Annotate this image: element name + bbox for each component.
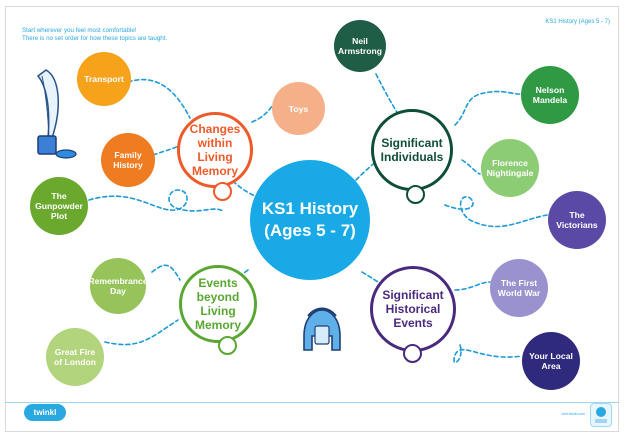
topic-remembrance-day-label: Remembrance Day (88, 276, 148, 296)
topic-first-world-war-label: The First World War (497, 278, 541, 298)
quality-badge-icon (590, 403, 612, 427)
link-neil (375, 73, 399, 115)
topic-great-fire-of-london[interactable]: Great Fire of London (46, 328, 104, 386)
topic-florence-nightingale[interactable]: Florence Nightingale (481, 139, 539, 197)
corner-title: KS1 History (Ages 5 - 7) (545, 19, 610, 25)
topic-gunpowder-plot[interactable]: The Gunpowder Plot (30, 177, 88, 235)
link-center-beyond (231, 269, 249, 285)
hub-beyond-label: Events beyond Living Memory (195, 276, 241, 332)
hub-individuals-label: Significant Individuals (381, 136, 444, 164)
topic-transport[interactable]: Transport (77, 52, 131, 106)
topic-gunpowder-plot-label: The Gunpowder Plot (35, 191, 83, 221)
topic-your-local-area-label: Your Local Area (529, 351, 573, 371)
center-topic-circle[interactable]: KS1 History (Ages 5 - 7) (250, 160, 370, 280)
hub-changes-line-2: within Living (197, 136, 233, 164)
hub-significant-individuals[interactable]: Significant Individuals (371, 109, 453, 204)
topic-toys[interactable]: Toys (272, 82, 325, 135)
topic-neil-armstrong[interactable]: Neil Armstrong (334, 20, 386, 72)
topic-family-history[interactable]: Family History (101, 133, 155, 187)
topic-florence-nightingale-label: Florence Nightingale (486, 158, 534, 178)
topic-toys-label: Toys (288, 103, 309, 114)
topic-nelson-mandela[interactable]: Nelson Mandela (521, 66, 579, 124)
topic-nelson-mandela-label: Nelson Mandela (532, 85, 568, 105)
topic-victorians[interactable]: The Victorians (548, 191, 606, 249)
link-firstww (454, 281, 491, 291)
hub-beyond-line-4: Memory (194, 318, 241, 332)
hub-changes-line-3: Memory (191, 164, 238, 178)
hub-changes-within-living-memory[interactable]: Changes within Living Memory (177, 112, 253, 201)
twinkl-logo[interactable]: twinkl (24, 404, 66, 421)
hub-changes-tab (213, 182, 232, 201)
hub-beyond-line-2: beyond (196, 290, 240, 304)
topic-great-fire-of-london-label: Great Fire of London (54, 347, 96, 367)
hub-changes-line-1: Changes (189, 122, 241, 136)
topic-your-local-area[interactable]: Your Local Area (522, 332, 580, 390)
quill-ink-illustration (36, 69, 77, 159)
topic-neil-armstrong-label: Neil Armstrong (338, 36, 382, 56)
hub-historical-label: Significant Historical Events (382, 288, 443, 330)
footer-divider (5, 402, 619, 403)
center-line-1: KS1 History (261, 199, 359, 218)
hub-events-beyond-living-memory[interactable]: Events beyond Living Memory (179, 265, 257, 355)
link-toys (251, 105, 273, 123)
hub-historical-line-2: Historical (385, 302, 441, 316)
hub-historical-line-1: Significant (382, 288, 444, 302)
website-link[interactable]: visit twinkl.com (561, 412, 585, 416)
link-remembrance (151, 264, 181, 281)
link-greatfire (104, 319, 179, 346)
link-family (152, 145, 179, 156)
hub-historical-tab (403, 344, 422, 363)
hub-individuals-tab (406, 185, 425, 204)
topic-remembrance-day[interactable]: Remembrance Day (88, 258, 148, 314)
center-line-2: (Ages 5 - 7) (264, 221, 356, 240)
hub-beyond-tab (218, 336, 237, 355)
hub-significant-historical-events[interactable]: Significant Historical Events (370, 266, 456, 363)
center-topic-label: KS1 History (Ages 5 - 7) (262, 198, 358, 242)
intro-text: Start wherever you feel most comfortable… (22, 27, 167, 43)
intro-line-1: Start wherever you feel most comfortable… (22, 27, 137, 34)
hub-beyond-line-1: Events (198, 276, 238, 290)
link-gunpowder (88, 189, 225, 213)
hub-changes-label: Changes within Living Memory (180, 122, 250, 178)
intro-line-2: There is no set order for how these topi… (22, 35, 168, 42)
topic-victorians-label: The Victorians (556, 210, 598, 230)
topic-first-world-war[interactable]: The First World War (490, 259, 548, 317)
topic-family-history-label: Family History (113, 150, 143, 170)
helmet-illustration (303, 307, 341, 351)
link-transport (127, 78, 191, 119)
link-florence (461, 159, 481, 175)
topic-transport-label: Transport (84, 74, 124, 84)
hub-individuals-line-1: Significant (381, 136, 443, 150)
link-mandela (454, 90, 523, 126)
hub-beyond-line-3: Living (200, 304, 236, 318)
link-local (453, 344, 523, 364)
hub-individuals-line-2: Individuals (380, 150, 444, 164)
hub-historical-line-3: Events (393, 316, 433, 330)
link-victorians (444, 196, 548, 228)
